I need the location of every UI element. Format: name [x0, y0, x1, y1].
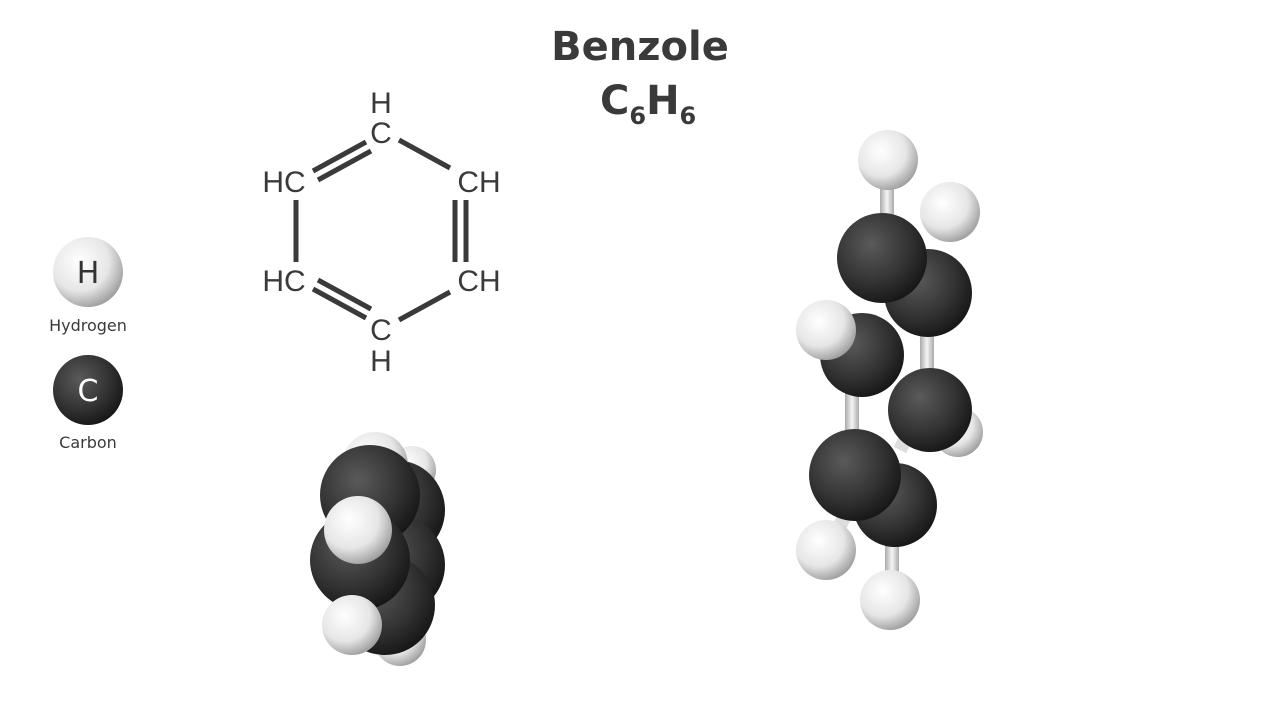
carbon-sphere-icon [53, 355, 123, 425]
legend-label: Hydrogen [49, 316, 127, 335]
bond [316, 277, 373, 312]
hydrogen-sphere-icon [53, 237, 123, 307]
atom-label: H [370, 87, 392, 120]
atom-label: C [370, 314, 392, 347]
bond [397, 289, 452, 323]
atom-label: HC [262, 166, 305, 199]
space-filling-model [310, 432, 445, 666]
atom-label: C [370, 117, 392, 150]
formula: C6H6 [600, 78, 696, 130]
legend-symbol: H [77, 256, 100, 291]
title: Benzole [551, 24, 729, 70]
legend-label: Carbon [59, 433, 117, 452]
legend: H Hydrogen C Carbon [49, 237, 127, 452]
structural-formula: H C HC CH HC CH C H [262, 87, 500, 378]
atom-label: H [370, 345, 392, 378]
atom-label: HC [262, 265, 305, 298]
bond [397, 137, 452, 171]
ball-and-stick-model [796, 130, 983, 630]
bond [311, 286, 368, 321]
bond [311, 139, 368, 174]
atom-label: CH [457, 166, 500, 199]
bond [316, 148, 373, 183]
atom-label: CH [457, 265, 500, 298]
legend-symbol: C [78, 374, 99, 409]
